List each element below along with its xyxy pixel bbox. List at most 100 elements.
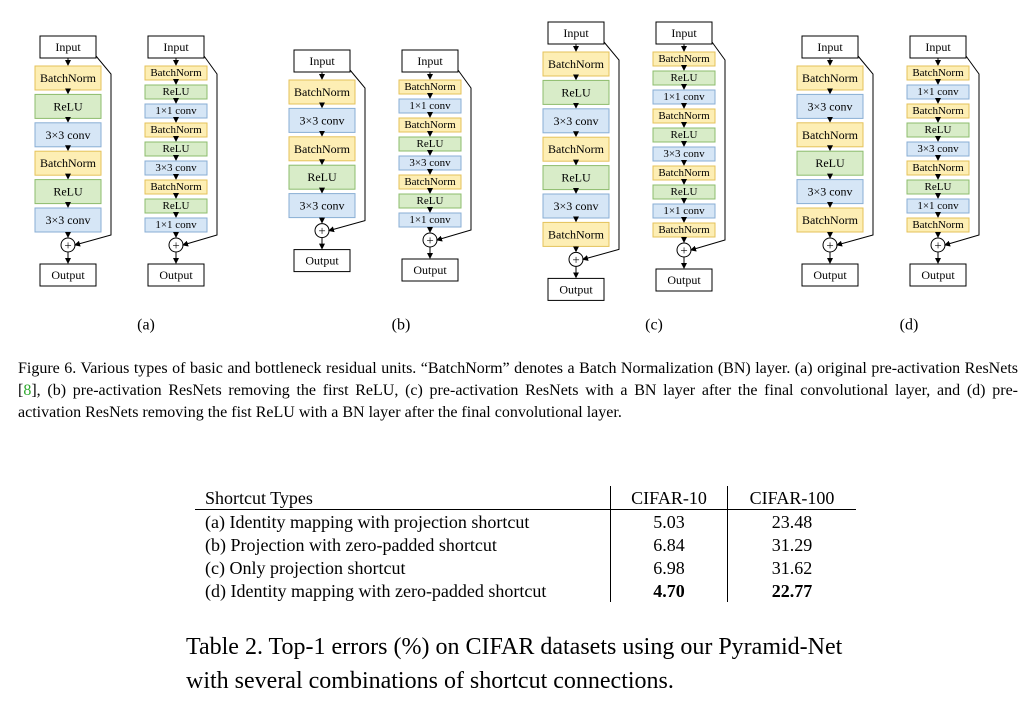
plus-label: + — [64, 238, 71, 253]
row-type: (d) Identity mapping with zero-padded sh… — [195, 579, 611, 602]
input-label: Input — [671, 26, 697, 40]
relu-layer — [796, 150, 864, 176]
layer-label: BatchNorm — [658, 110, 710, 122]
row-cifar100: 31.29 — [771, 534, 813, 555]
output-label: Output — [667, 273, 701, 287]
layer-label: BatchNorm — [912, 67, 964, 79]
output-box — [293, 249, 351, 273]
table-row: (b) Projection with zero-padded shortcut… — [195, 533, 856, 556]
layer-label: 3×3 conv — [807, 185, 852, 199]
layer-label: ReLU — [925, 124, 952, 136]
layer-label: ReLU — [561, 85, 591, 99]
layer-label: BatchNorm — [40, 71, 97, 85]
layer-label: BatchNorm — [548, 142, 605, 156]
shortcut-connection — [690, 41, 726, 252]
layer-label: ReLU — [671, 72, 698, 84]
output-box — [401, 258, 459, 282]
layer-label: BatchNorm — [912, 219, 964, 231]
layer-label: 3×3 conv — [299, 199, 344, 213]
header-shortcut-types: Shortcut Types — [195, 486, 611, 510]
row-type: (c) Only projection shortcut — [195, 556, 611, 579]
output-box — [655, 268, 713, 292]
layer-label: BatchNorm — [548, 227, 605, 241]
panel-label: (b) — [392, 317, 411, 334]
layer-label: 1×1 conv — [409, 100, 451, 112]
batchnorm-layer — [796, 122, 864, 148]
row-cifar10-best: 4.70 — [610, 579, 728, 602]
row-cifar100: 23.48 — [771, 511, 813, 532]
layer-label: 3×3 conv — [663, 148, 705, 160]
layer-label: BatchNorm — [294, 85, 351, 99]
shortcut-connection — [582, 41, 620, 261]
table-caption: Table 2. Top-1 errors (%) on CIFAR datas… — [186, 634, 843, 694]
panel-label: (a) — [137, 317, 155, 334]
layer-label: 3×3 conv — [155, 162, 197, 174]
table-row: (a) Identity mapping with projection sho… — [195, 509, 856, 533]
layer-label: BatchNorm — [802, 213, 859, 227]
layer-label: ReLU — [561, 171, 591, 185]
output-label: Output — [559, 282, 593, 296]
layer-label: BatchNorm — [40, 156, 97, 170]
layer-label: 3×3 conv — [299, 113, 344, 127]
output-box — [39, 263, 97, 287]
output-label: Output — [413, 263, 447, 277]
layer-label: 1×1 conv — [409, 214, 451, 226]
input-label: Input — [163, 40, 189, 54]
plus-label: + — [680, 243, 687, 258]
row-cifar10: 6.84 — [610, 533, 728, 556]
layer-label: 3×3 conv — [553, 114, 598, 128]
layer-label: ReLU — [815, 156, 845, 170]
plus-label: + — [318, 223, 325, 238]
shortcut-connection — [944, 55, 980, 247]
layer-label: 1×1 conv — [663, 91, 705, 103]
layer-label: BatchNorm — [802, 128, 859, 142]
plus-label: + — [172, 238, 179, 253]
batchnorm-layer — [542, 51, 610, 77]
input-label: Input — [309, 54, 335, 68]
layer-label: ReLU — [671, 129, 698, 141]
conv-layer — [542, 193, 610, 219]
panel-label: (c) — [645, 317, 663, 334]
layer-label: 1×1 conv — [917, 200, 959, 212]
row-type: (b) Projection with zero-padded shortcut — [195, 533, 611, 556]
layer-label: 1×1 conv — [663, 205, 705, 217]
layer-label: BatchNorm — [658, 167, 710, 179]
layer-label: ReLU — [671, 186, 698, 198]
layer-label: ReLU — [163, 86, 190, 98]
layer-label: ReLU — [53, 99, 83, 113]
conv-layer — [288, 107, 356, 133]
layer-label: 1×1 conv — [917, 86, 959, 98]
layer-label: BatchNorm — [658, 224, 710, 236]
batchnorm-layer — [542, 136, 610, 162]
layer-label: 3×3 conv — [553, 199, 598, 213]
output-box — [147, 263, 205, 287]
layer-label: BatchNorm — [404, 119, 456, 131]
output-label: Output — [921, 268, 955, 282]
relu-layer — [34, 179, 102, 205]
figure-caption: Figure 6. Various types of basic and bot… — [18, 360, 1018, 421]
shortcut-connection — [836, 55, 874, 247]
batchnorm-layer — [34, 65, 102, 91]
layer-label: BatchNorm — [912, 105, 964, 117]
layer-label: BatchNorm — [404, 176, 456, 188]
layer-label: BatchNorm — [802, 71, 859, 85]
plus-label: + — [572, 252, 579, 267]
input-label: Input — [817, 40, 843, 54]
layer-label: 1×1 conv — [155, 219, 197, 231]
plus-label: + — [426, 233, 433, 248]
layer-label: ReLU — [163, 200, 190, 212]
row-type: (a) Identity mapping with projection sho… — [195, 509, 611, 533]
layer-label: ReLU — [925, 181, 952, 193]
citation-link[interactable]: 8 — [23, 382, 32, 399]
shortcut-connection — [182, 55, 218, 247]
output-label: Output — [51, 268, 85, 282]
batchnorm-layer — [796, 207, 864, 233]
table-row-best: (d) Identity mapping with zero-padded sh… — [195, 579, 856, 602]
relu-layer — [542, 79, 610, 105]
layer-label: 3×3 conv — [45, 213, 90, 227]
output-box — [801, 263, 859, 287]
layer-label: BatchNorm — [912, 162, 964, 174]
results-table: Shortcut Types CIFAR-10 CIFAR-100 (a) Id… — [195, 486, 856, 602]
input-label: Input — [55, 40, 81, 54]
